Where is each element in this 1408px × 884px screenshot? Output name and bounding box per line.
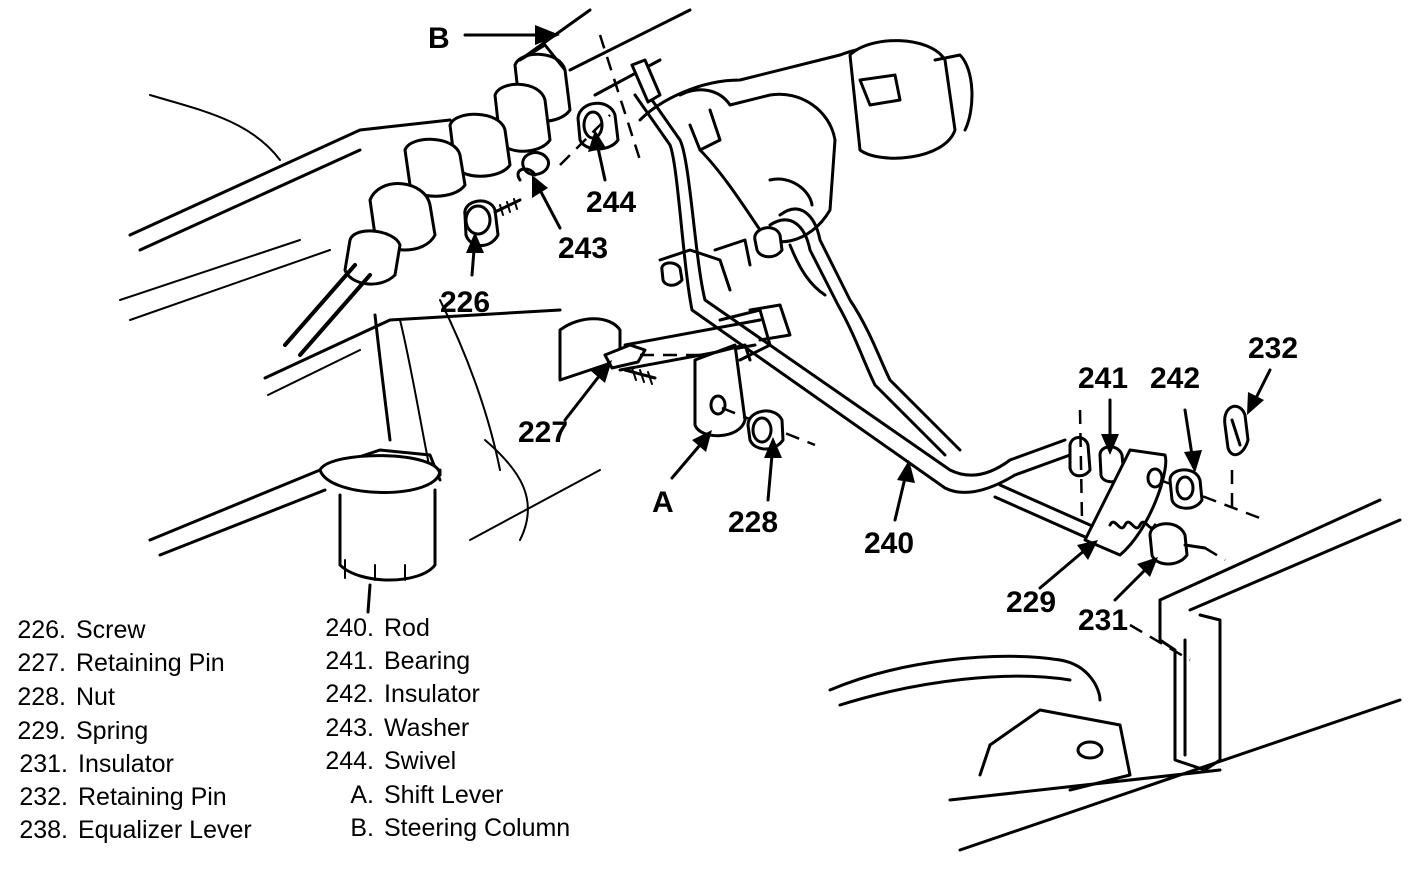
legend-number: 244. xyxy=(325,747,374,775)
legend-label: Spring xyxy=(76,717,149,745)
retaining-pin-227 xyxy=(603,343,720,385)
swivel-244 xyxy=(559,34,642,166)
callout-240: 240 xyxy=(864,527,914,560)
legend-label: Screw xyxy=(76,616,146,644)
callout-a: A xyxy=(652,486,674,519)
legend-item: 229. Spring xyxy=(8,716,148,746)
rod-240 xyxy=(630,58,1092,539)
callout-229: 229 xyxy=(1006,586,1056,619)
legend-number: 227. xyxy=(17,649,66,677)
callout-226: 226 xyxy=(440,286,490,319)
retaining-pin-232 xyxy=(1223,404,1250,515)
spring-229 xyxy=(1108,520,1157,530)
insulator-242 xyxy=(1168,468,1204,510)
legend-item: 240. Rod xyxy=(314,613,430,643)
legend-number: 241. xyxy=(325,647,374,675)
legend-item: 232. Retaining Pin xyxy=(10,782,227,812)
filter-canister xyxy=(318,454,442,614)
legend-label: Steering Column xyxy=(384,814,571,842)
legend-number: 243. xyxy=(325,714,374,742)
callout-227: 227 xyxy=(518,416,568,449)
mount-bracket xyxy=(558,303,792,382)
legend-label: Nut xyxy=(76,683,115,711)
transmission xyxy=(638,39,974,297)
legend-label: Insulator xyxy=(78,750,174,778)
callout-231: 231 xyxy=(1078,604,1128,637)
legend-number: 238. xyxy=(19,816,68,844)
legend-item: 242. Insulator xyxy=(314,679,480,709)
legend-item: 228. Nut xyxy=(8,682,115,712)
legend-item: 238. Equalizer Lever xyxy=(10,815,252,845)
legend-label: Insulator xyxy=(384,680,480,708)
leader-arrows xyxy=(463,25,1272,602)
legend-number: 242. xyxy=(325,680,374,708)
legend-number: 231. xyxy=(19,750,68,778)
nut-228 xyxy=(746,409,785,451)
legend-number: 226. xyxy=(17,616,66,644)
legend-label: Shift Lever xyxy=(384,781,504,809)
legend-number: 228. xyxy=(17,683,66,711)
legend-item: 241. Bearing xyxy=(314,646,470,676)
legend-item: B. Steering Column xyxy=(314,813,570,843)
callout-244: 244 xyxy=(586,186,636,219)
legend-number: 229. xyxy=(17,717,66,745)
callout-242: 242 xyxy=(1150,362,1200,395)
legend-label: Equalizer Lever xyxy=(78,816,252,844)
legend-label: Bearing xyxy=(384,647,471,675)
callout-243: 243 xyxy=(558,232,608,265)
legend-number: B. xyxy=(350,814,374,842)
callout-232: 232 xyxy=(1248,332,1298,365)
legend-label: Retaining Pin xyxy=(78,783,227,811)
legend-item: A. Shift Lever xyxy=(314,780,504,810)
screw-226 xyxy=(463,198,522,247)
callout-228: 228 xyxy=(728,506,778,539)
legend-item: 243. Washer xyxy=(314,713,469,743)
legend-item: 244. Swivel xyxy=(314,746,456,776)
legend-label: Swivel xyxy=(384,747,457,775)
equalizer-lever xyxy=(1068,409,1266,557)
legend-label: Rod xyxy=(384,614,430,642)
insulator-231 xyxy=(1148,522,1226,566)
legend-number: 232. xyxy=(19,783,68,811)
washer-243 xyxy=(516,151,550,182)
legend-label: Washer xyxy=(384,714,470,742)
legend-number: A. xyxy=(350,781,374,809)
callout-b: B xyxy=(428,22,450,55)
legend-item: 227. Retaining Pin xyxy=(8,648,225,678)
callout-241: 241 xyxy=(1078,362,1128,395)
legend-item: 226. Screw xyxy=(8,615,145,645)
legend-number: 240. xyxy=(325,614,374,642)
steering-column xyxy=(283,8,692,357)
legend-item: 231. Insulator xyxy=(10,749,174,779)
frame-rail-right xyxy=(828,498,1402,852)
legend-label: Retaining Pin xyxy=(76,649,225,677)
